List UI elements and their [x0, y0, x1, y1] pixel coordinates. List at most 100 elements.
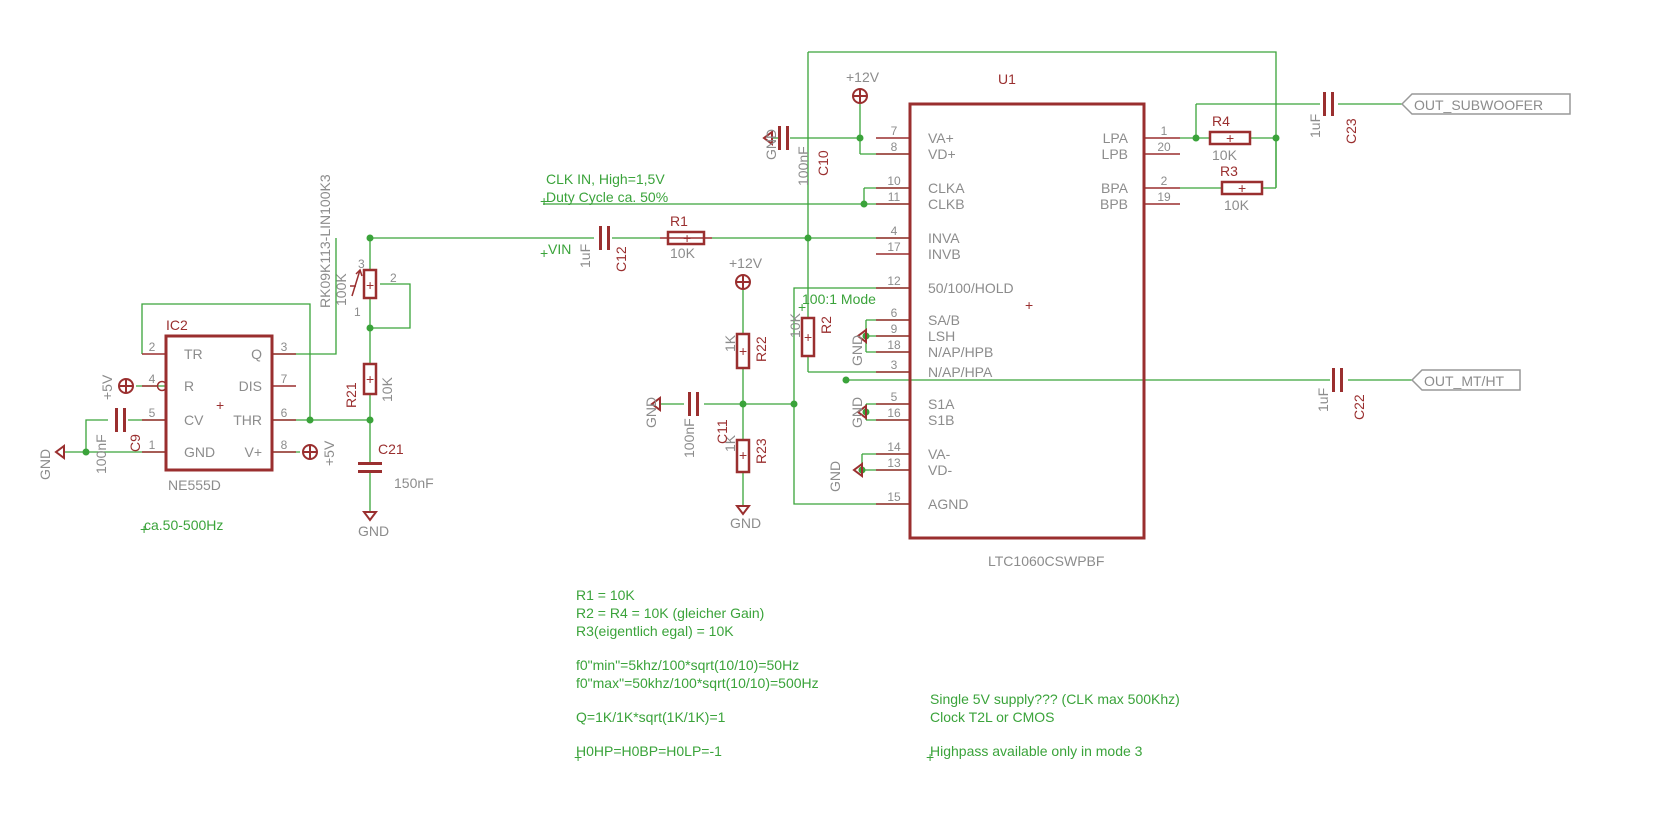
ic2-chip[interactable]: IC2 NE555D + [156, 317, 274, 493]
ic2-pin-number: 7 [281, 372, 288, 386]
u1-pin-number: 3 [891, 358, 898, 372]
u1-pin-name: LPA [1103, 130, 1129, 146]
junction [856, 134, 864, 142]
svg-text:+: + [1025, 297, 1033, 313]
gnd-label: GND [730, 515, 761, 531]
gnd-label: GND [849, 397, 865, 428]
ic2-name: IC2 [166, 317, 188, 333]
c10-capacitor[interactable]: C10 100nF [778, 126, 831, 186]
ic2-pin-name: V+ [244, 444, 262, 460]
ic2-pin-name: DIS [239, 378, 262, 394]
r21-resistor[interactable]: + R21 10K [343, 362, 395, 408]
reset-bubble [156, 380, 168, 392]
ic2-pin-number: 3 [281, 340, 288, 354]
u1-pin-number: 14 [887, 440, 901, 454]
svg-text:+: + [366, 277, 374, 293]
ic2-pin-number: 1 [149, 438, 156, 452]
r1-resistor[interactable]: + R1 10K [660, 213, 712, 261]
svg-text:+: + [798, 299, 806, 315]
gnd-r23: GND [730, 505, 761, 531]
c12-capacitor[interactable]: C12 1uF [577, 226, 629, 272]
design-notes-b: Single 5V supply??? (CLK max 500Khz) Clo… [926, 691, 1180, 765]
c11-capacitor[interactable]: C11 100nF [681, 392, 730, 458]
u1-pin-number: 15 [887, 490, 901, 504]
r22-resistor[interactable]: + 1K R22 [722, 332, 769, 370]
r21-value: 10K [379, 376, 395, 402]
c10-name: C10 [815, 150, 831, 176]
u1-pin-number: 11 [888, 190, 901, 204]
c23-capacitor[interactable]: C23 1uF [1307, 92, 1359, 144]
c9-name: C9 [127, 434, 143, 452]
gnd-c10: GND [762, 129, 779, 160]
pot-pin1: 1 [354, 305, 361, 319]
r23-name: R23 [753, 438, 769, 464]
c22-name: C22 [1351, 394, 1367, 420]
gnd-s1: GND [849, 397, 867, 428]
gnd-label: GND [643, 397, 659, 428]
c12-name: C12 [613, 246, 629, 272]
u1-pin-name: AGND [928, 496, 968, 512]
note-line: Highpass available only in mode 3 [930, 743, 1143, 759]
note-line: Q=1K/1K*sqrt(1K/1K)=1 [576, 709, 726, 725]
r2-value: 10K [787, 312, 803, 338]
ic2-pin-number: 8 [281, 438, 288, 452]
c21-capacitor[interactable]: C21 150nF [358, 441, 434, 512]
r4-name: R4 [1212, 113, 1230, 129]
gnd-vneg: GND [827, 461, 863, 492]
plus12v-top-supply: +12V [846, 69, 880, 104]
ic2-pin-name: Q [251, 346, 262, 362]
r22-value: 1K [722, 334, 738, 352]
u1-pin-name: 50/100/HOLD [928, 280, 1014, 296]
vin-net-label: VIN + [540, 241, 571, 261]
gnd-c21: GND [358, 511, 389, 539]
c22-value: 1uF [1315, 388, 1331, 412]
gnd-label: GND [849, 335, 865, 366]
u1-pin-number: 9 [891, 322, 898, 336]
design-notes-a: R1 = 10K R2 = R4 = 10K (gleicher Gain) R… [574, 587, 819, 765]
u1-pin-number: 12 [887, 274, 901, 288]
r3-resistor[interactable]: + R3 10K [1220, 163, 1264, 213]
plus5v-label-2: +5V [321, 440, 337, 466]
note-line: R3(eigentlich egal) = 10K [576, 623, 734, 639]
pot-rk09k113[interactable]: + RK09K113-LIN100K3 100K 3 2 1 [317, 174, 397, 319]
r2-resistor[interactable]: + 10K R2 [787, 312, 834, 358]
clk-in-note-1: CLK IN, High=1,5V [546, 171, 665, 187]
u1-pin-number: 1 [1161, 124, 1168, 138]
svg-text:+: + [739, 447, 747, 463]
c23-name: C23 [1343, 118, 1359, 144]
u1-pin-name: CLKB [928, 196, 965, 212]
plus5v-vcc-supply: +5V [302, 440, 337, 466]
u1-pin-name: LPB [1102, 146, 1128, 162]
u1-pin-name: INVB [928, 246, 961, 262]
u1-pin-name: N/AP/HPA [928, 364, 993, 380]
u1-pin-number: 6 [891, 306, 898, 320]
u1-pin-number: 13 [887, 456, 901, 470]
out-mtht-label: OUT_MT/HT [1424, 373, 1505, 389]
note-line: f0"min"=5khz/100*sqrt(10/10)=50Hz [576, 657, 799, 673]
c9-capacitor[interactable]: C9 100nF [93, 408, 143, 474]
r2-name: R2 [818, 316, 834, 334]
svg-text:+: + [540, 193, 548, 209]
c9-value: 100nF [93, 434, 109, 474]
gnd-ic2: GND [37, 444, 65, 480]
ic2-pin-number: 2 [149, 340, 156, 354]
u1-chip[interactable]: U1 LTC1060CSWPBF + [908, 71, 1146, 569]
c22-capacitor[interactable]: C22 1uF [1315, 368, 1367, 420]
r4-resistor[interactable]: + R4 10K [1208, 113, 1252, 163]
u1-pin-name: VA+ [928, 130, 954, 146]
r23-resistor[interactable]: + 1K R23 [722, 434, 769, 474]
junction [790, 400, 798, 408]
out-mtht-port[interactable]: OUT_MT/HT [1410, 369, 1521, 391]
svg-text:+: + [140, 521, 148, 537]
gnd-label: GND [827, 461, 843, 492]
gnd-label: GND [358, 523, 389, 539]
plus12v-mid-supply: +12V [729, 255, 763, 290]
u1-pin-name: S1A [928, 396, 955, 412]
out-subwoofer-port[interactable]: OUT_SUBWOOFER [1400, 93, 1571, 115]
junction [860, 200, 868, 208]
r23-value: 1K [722, 434, 738, 452]
u1-pin-name: S1B [928, 412, 954, 428]
c12-value: 1uF [577, 244, 593, 268]
